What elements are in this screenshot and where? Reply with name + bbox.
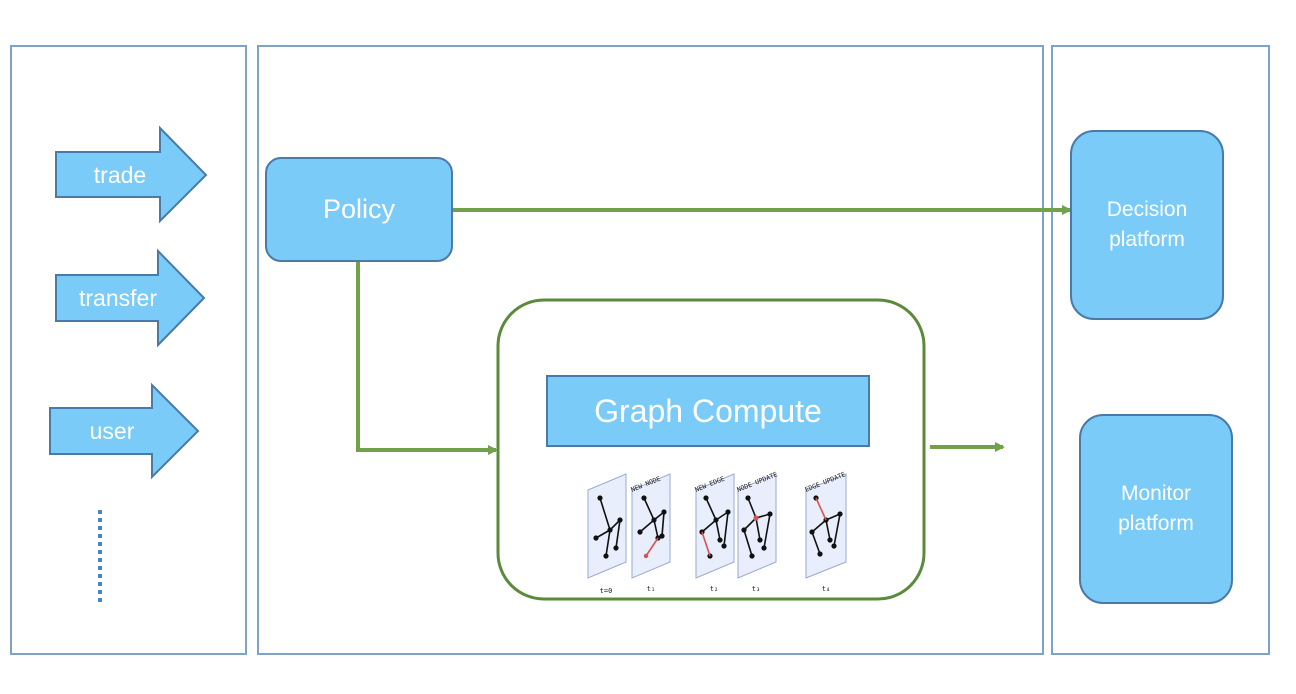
policy-label: Policy <box>322 194 396 224</box>
decision-platform-label-line1: Decision <box>1106 198 1188 221</box>
input-arrow-trade <box>55 125 208 224</box>
monitor-platform-label-line2: platform <box>1118 512 1194 535</box>
monitor-platform-box: Monitor platform <box>1079 414 1233 604</box>
input-label-transfer: transfer <box>79 285 157 311</box>
graph-compute-box: Graph Compute <box>546 375 870 447</box>
snapshot-1-bottom-label: t₁ <box>647 585 655 593</box>
snapshot-2-bottom-label: t₂ <box>710 585 718 593</box>
input-label-user: user <box>89 418 135 444</box>
snapshot-3-bottom-label: t₃ <box>752 585 760 593</box>
monitor-platform-label-line1: Monitor <box>1120 482 1192 505</box>
input-arrow-transfer <box>55 248 206 348</box>
graph-compute-label: Graph Compute <box>594 392 822 429</box>
graph-snapshot-2 <box>695 473 735 579</box>
decision-platform-box: Decision platform <box>1070 130 1224 320</box>
policy-to-graph-arrow <box>356 262 498 455</box>
graph-snapshot-0 <box>587 473 627 579</box>
snapshot-4-bottom-label: t₄ <box>822 585 830 593</box>
input-arrow-user <box>49 382 200 480</box>
decision-platform-label-line2: platform <box>1109 228 1185 251</box>
graph-snapshot-4 <box>805 473 847 579</box>
input-label-trade: trade <box>93 162 147 188</box>
graph-snapshot-3 <box>737 473 777 579</box>
policy-box: Policy <box>265 157 453 262</box>
snapshot-0-bottom-label: t=0 <box>600 587 613 595</box>
graph-snapshot-1 <box>631 473 671 579</box>
input-panel <box>10 45 247 655</box>
